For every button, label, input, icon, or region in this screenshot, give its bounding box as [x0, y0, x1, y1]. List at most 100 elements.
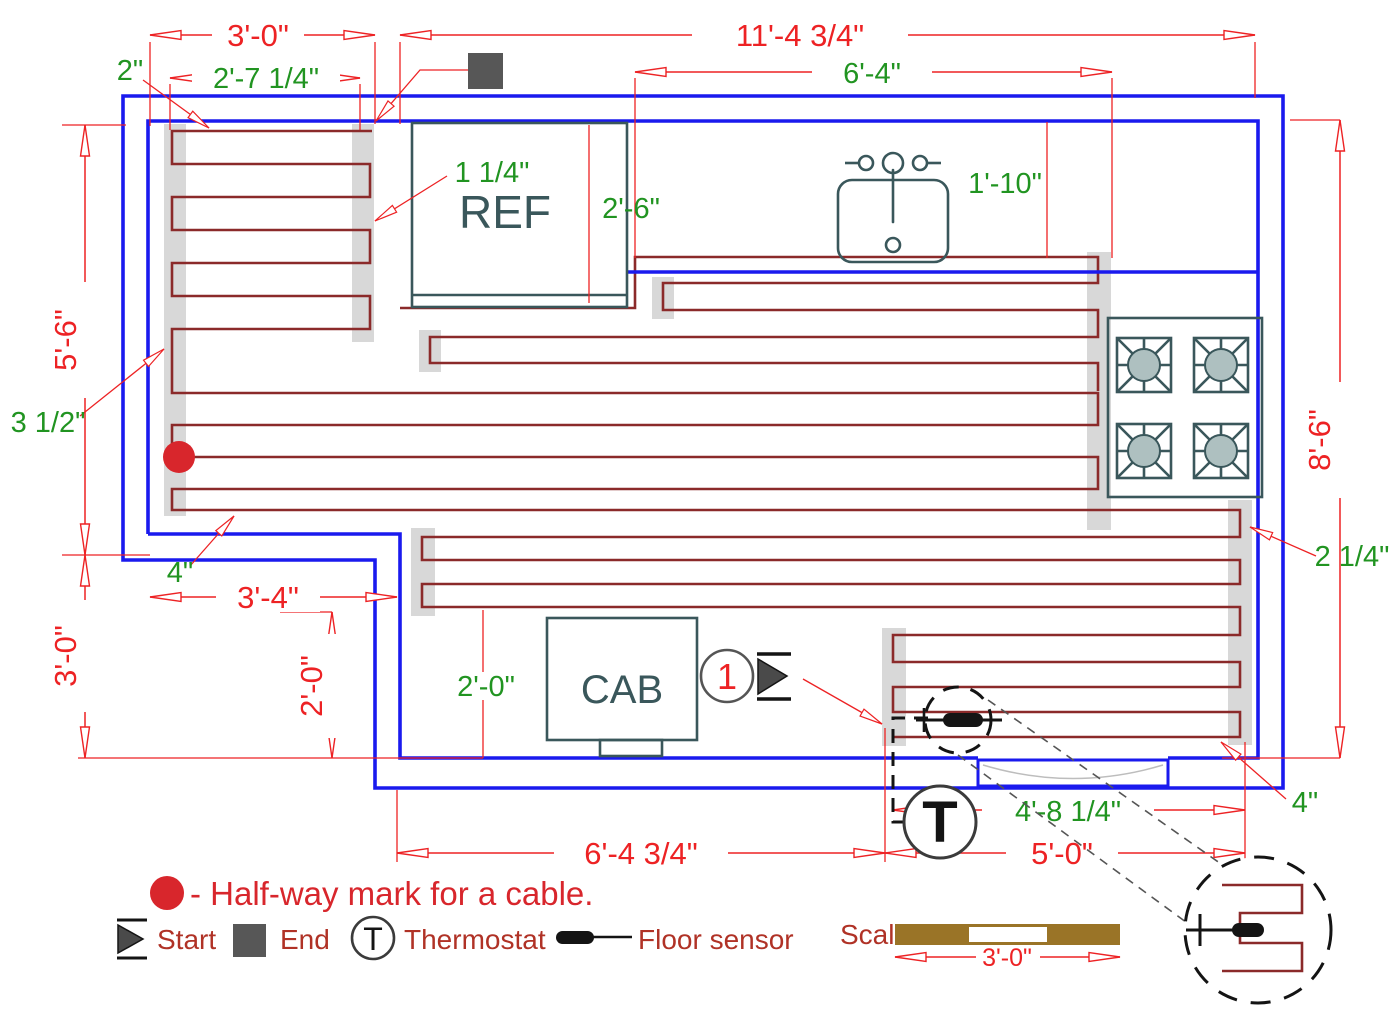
dim-top-left-width: 3'-0"	[227, 18, 289, 53]
fixtures: REF	[410, 121, 1264, 758]
dim-sink-depth: 1'-10"	[968, 168, 1042, 200]
scale-dim-value: 3'-0"	[982, 944, 1032, 972]
leader-edge-offset	[142, 79, 210, 129]
dim-edge-offset: 2"	[117, 55, 143, 87]
text-bg	[450, 672, 520, 700]
thermostat-symbol: T	[902, 784, 978, 860]
stove-burners	[1115, 336, 1250, 480]
legend-thermostat-icon	[350, 915, 396, 961]
circuit-callout: 1	[699, 648, 755, 704]
heating-cable-counter-path	[400, 255, 1100, 391]
text-bg	[192, 62, 340, 92]
cab-label: CAB	[581, 668, 663, 712]
outer-wall	[121, 94, 1285, 790]
scale-bar: Scale 3'-0"	[840, 919, 1121, 972]
dim-sensor-width: 4'-8 1/4"	[1015, 796, 1121, 828]
leader-corner-offset-right	[1220, 741, 1287, 800]
text-bg	[1314, 382, 1346, 498]
dim-cab-depth: 2'-0"	[457, 671, 515, 703]
dim-corner-offset-right: 4"	[1292, 787, 1318, 819]
burner-3	[1115, 422, 1173, 480]
extension-lines	[62, 42, 1340, 862]
stove-outline	[1106, 316, 1264, 499]
text-bg	[692, 18, 908, 50]
dimension-texts: 3'-0" 11'-4 3/4" 2'-7 1/4" 2" 6'-4" 1'-1…	[11, 18, 1390, 871]
dim-top-right-width: 11'-4 3/4"	[736, 18, 864, 53]
legend-thermostat-letter: T	[363, 921, 383, 957]
dim-cable-to-wall: 1 1/4"	[455, 157, 530, 189]
heating-cable-main-path	[170, 129, 1242, 739]
sensor-detail-view	[1183, 855, 1333, 1005]
burner-1	[1115, 336, 1173, 394]
ref-label: REF	[459, 186, 551, 238]
legend-halfway-dot-icon	[150, 876, 184, 910]
door-threshold	[976, 758, 1170, 788]
dim-bottom-right-width: 5'-0"	[1031, 836, 1093, 871]
ref-outline	[410, 121, 629, 309]
cab-notch	[598, 738, 664, 758]
circuit-callout-number: 1	[717, 656, 737, 697]
legend-sensor-pill	[556, 931, 594, 944]
floor-sensor-symbol	[916, 685, 1002, 755]
dim-right-spacing: 2 1/4"	[1315, 541, 1390, 573]
legend-start-triangle	[117, 923, 145, 955]
faucet-handle-right	[911, 154, 929, 172]
start-triangle	[757, 657, 789, 696]
cable-end-marker-icon	[468, 53, 503, 89]
sensor-probe-pill	[943, 713, 983, 727]
leader-bottom-offset-left	[189, 515, 235, 567]
leader-end-marker	[375, 69, 468, 122]
text-bg	[812, 56, 932, 88]
plan-symbols: 1 T	[468, 53, 1333, 1005]
text-bg	[306, 634, 338, 738]
text-bg	[212, 20, 304, 50]
leader-lines	[79, 69, 1317, 800]
door-swing-arc	[982, 764, 1164, 780]
door-rect	[976, 758, 1170, 788]
dim-right-height: 8'-6"	[1302, 409, 1337, 471]
halfway-mark-dot	[163, 441, 195, 473]
dim-left-height-lower: 3'-0"	[48, 625, 83, 687]
strip-upper-right	[352, 124, 374, 342]
dim-ref-depth: 2'-6"	[602, 193, 660, 225]
strip-left	[164, 124, 186, 516]
legend-floor-sensor-icon	[556, 931, 632, 944]
detail-probe-pill	[1232, 923, 1264, 937]
cable-start-marker-icon	[757, 652, 791, 701]
legend-halfway-text: - Half-way mark for a cable.	[190, 875, 593, 912]
thermostat-letter: T	[922, 790, 957, 855]
refrigerator-box: REF	[410, 121, 629, 309]
legend-end-icon	[233, 924, 266, 957]
leader-run-spacing	[79, 348, 165, 417]
text-bg	[60, 282, 92, 398]
faucet-handle-left	[857, 154, 875, 172]
burner-4	[1192, 422, 1250, 480]
leader-cable-to-wall	[374, 175, 448, 222]
sink	[836, 151, 950, 264]
legend-thermostat-label: Thermostat	[404, 924, 546, 955]
text-bg	[976, 946, 1040, 968]
legend-end-label: End	[280, 924, 330, 955]
dim-bottom-left-width: 6'-4 3/4"	[584, 836, 697, 871]
legend-start-label: Start	[157, 924, 216, 955]
leader-start-to-sensor	[802, 678, 883, 725]
legend-floor-sensor-label: Floor sensor	[638, 924, 794, 955]
projection-line	[987, 699, 1225, 867]
thermostat-circle	[902, 784, 978, 860]
text-bg	[60, 600, 92, 712]
text-bg	[982, 795, 1154, 825]
dim-counter-width: 6'-4"	[843, 58, 901, 90]
sink-drain	[884, 236, 902, 254]
scale-bar-white-segment	[969, 927, 1047, 942]
leader-right-spacing	[1249, 526, 1317, 557]
dim-mat-width: 2'-7 1/4"	[213, 63, 319, 95]
burner-2	[1192, 336, 1250, 394]
dim-bottom-offset-left: 4"	[167, 557, 193, 589]
cabinet-box: CAB	[545, 616, 699, 758]
dim-run-spacing: 3 1/2"	[11, 407, 86, 439]
stove	[1106, 316, 1264, 499]
circuit-callout-circle	[699, 648, 755, 704]
text-bg	[216, 582, 320, 612]
legend-start-icon	[117, 918, 147, 960]
